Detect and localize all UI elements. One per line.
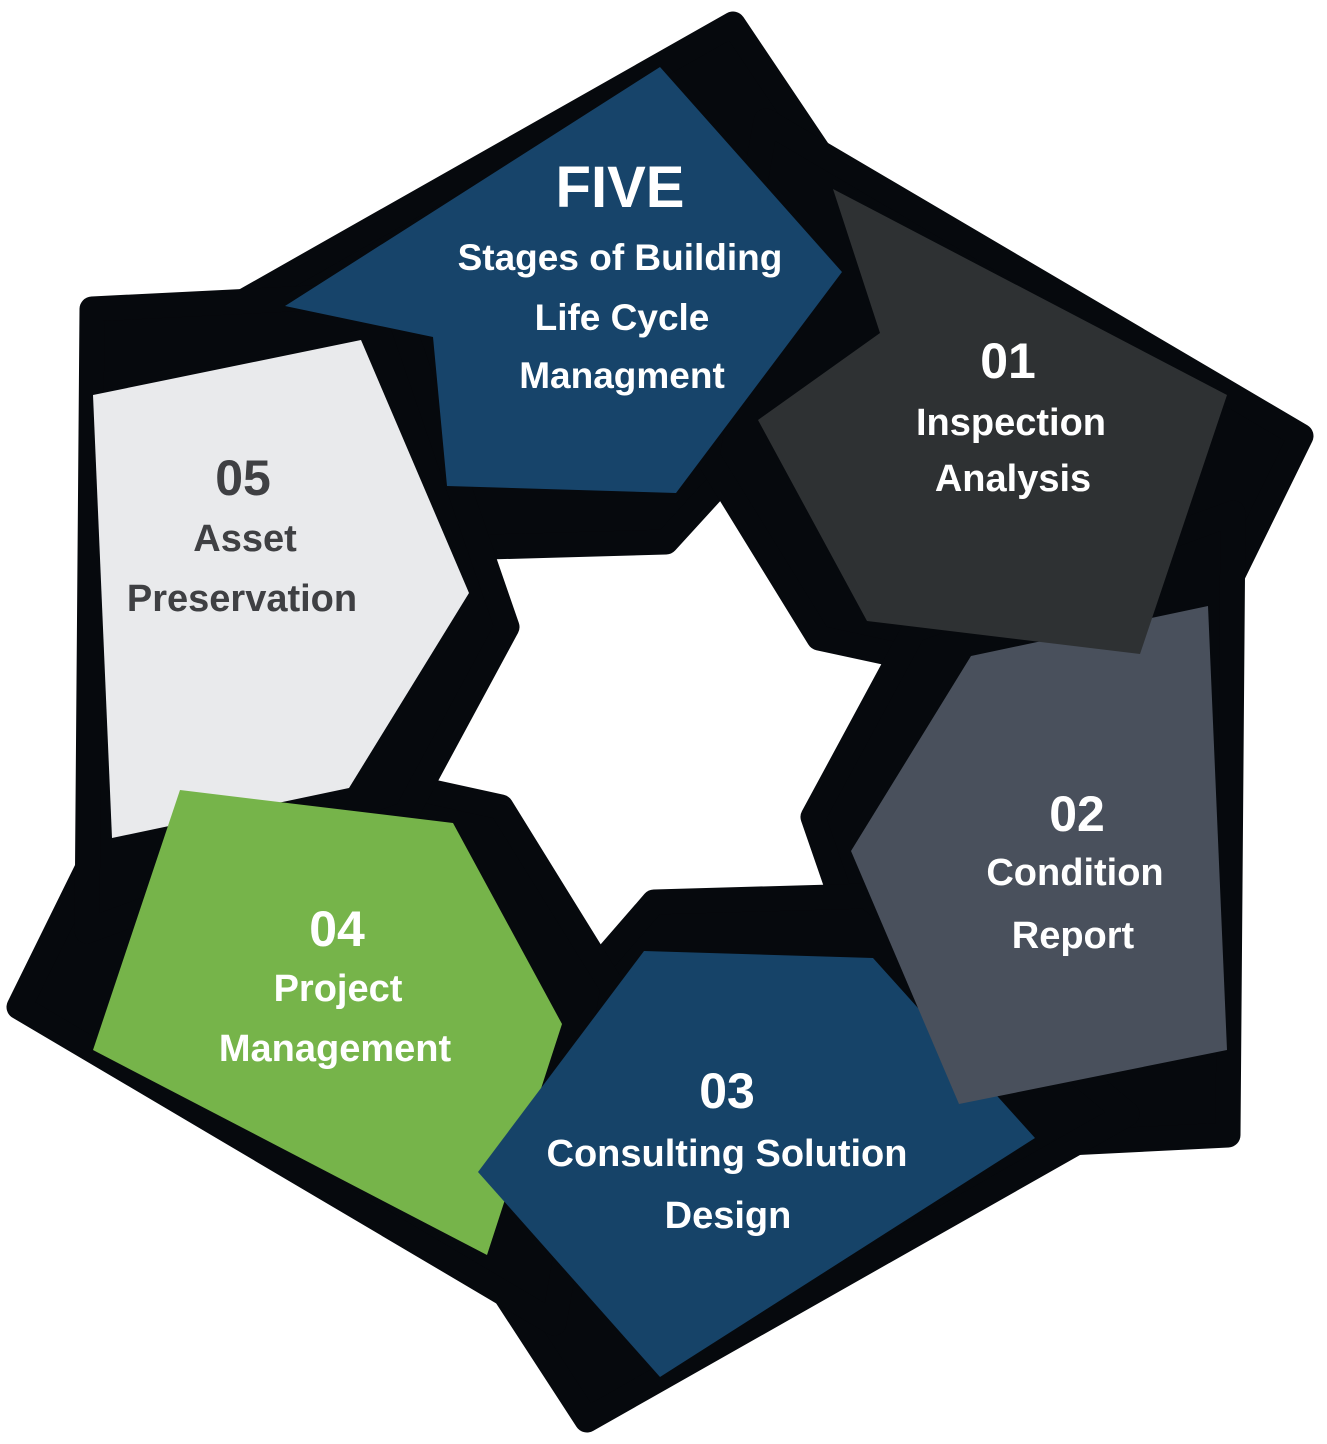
stage-05-number: 05 bbox=[215, 450, 271, 506]
stage-05-label-line2: Preservation bbox=[127, 578, 357, 620]
stage-04-number: 04 bbox=[309, 901, 365, 957]
stage-05-label-line1: Asset bbox=[193, 518, 297, 560]
title-line1: Stages of Building bbox=[458, 237, 783, 278]
stage-02-label-line2: Report bbox=[1012, 915, 1135, 957]
stage-05-arrow bbox=[93, 340, 469, 838]
stage-04-label-line2: Management bbox=[219, 1028, 452, 1070]
stage-03-arrow bbox=[478, 951, 1035, 1377]
stage-04-arrow bbox=[93, 790, 562, 1255]
stage-01-label-line1: Inspection bbox=[916, 402, 1106, 444]
stage-01-arrow bbox=[758, 189, 1227, 654]
stage-02-arrow bbox=[851, 606, 1227, 1104]
stage-02-number: 02 bbox=[1049, 786, 1105, 842]
title-heading: FIVE bbox=[556, 155, 685, 220]
text-layer: FIVE Stages of Building Life Cycle Manag… bbox=[127, 155, 1164, 1237]
title-line3: Managment bbox=[519, 355, 725, 396]
title-line2: Life Cycle bbox=[535, 297, 710, 338]
stage-04-text: 04 Project Management bbox=[219, 901, 452, 1070]
stage-02-label-line1: Condition bbox=[986, 852, 1163, 894]
stage-02-text: 02 Condition Report bbox=[986, 786, 1163, 957]
stage-03-label-line2: Design bbox=[665, 1195, 792, 1237]
title-arrow-text: FIVE Stages of Building Life Cycle Manag… bbox=[458, 155, 783, 396]
stage-03-text: 03 Consulting Solution Design bbox=[547, 1063, 908, 1237]
stage-05-text: 05 Asset Preservation bbox=[127, 450, 357, 620]
stage-03-number: 03 bbox=[699, 1063, 755, 1119]
stage-03-label-line1: Consulting Solution bbox=[547, 1133, 908, 1175]
stage-04-label-line1: Project bbox=[274, 968, 403, 1010]
arrow-layer bbox=[93, 67, 1227, 1377]
stage-01-label-line2: Analysis bbox=[935, 458, 1091, 500]
stage-01-text: 01 Inspection Analysis bbox=[916, 333, 1106, 500]
title-arrow bbox=[285, 67, 842, 493]
stage-01-number: 01 bbox=[980, 333, 1036, 389]
